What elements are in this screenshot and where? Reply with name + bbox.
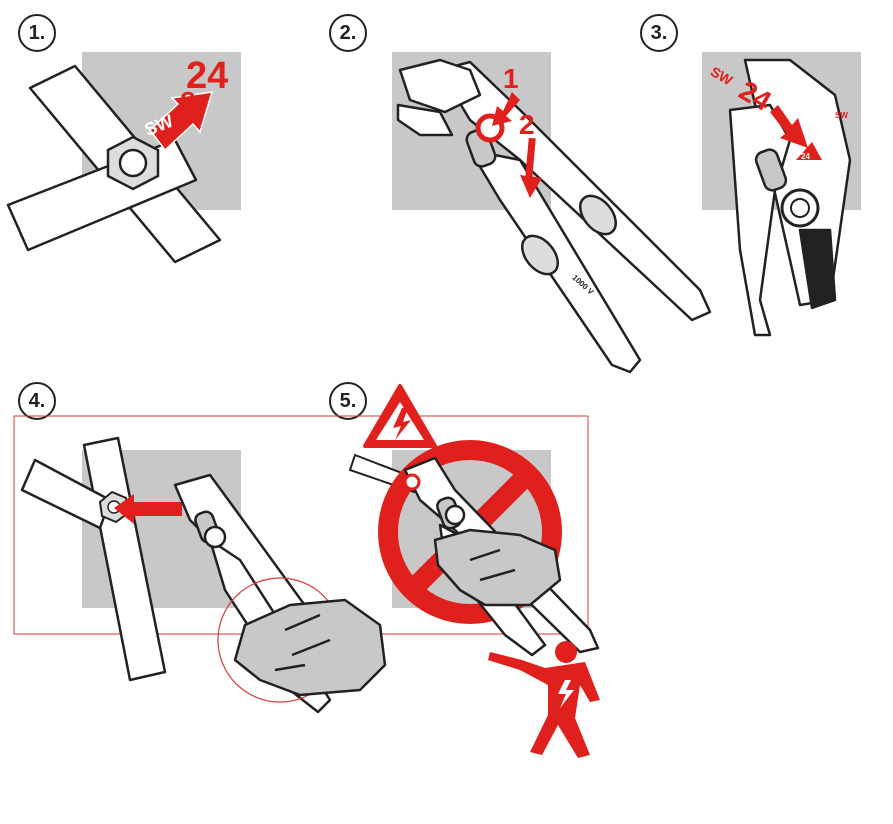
step-5-badge: 5.: [329, 382, 367, 420]
high-voltage-warning-icon: [363, 384, 437, 448]
step-4-badge: 4.: [18, 382, 56, 420]
step-2-arrow-1-label: 1: [503, 63, 519, 94]
size-tag-icon: 24: [796, 142, 822, 161]
step-4-illustration: [20, 436, 387, 714]
nut-contact-icon: [403, 473, 421, 491]
pliers-wrench-closeup-icon: [728, 58, 852, 337]
step-1-size-value: 24: [186, 55, 228, 97]
arrow-icon: [770, 105, 808, 148]
pliers-wrench-icon: [396, 58, 712, 374]
step-3-jaw-mark: SW: [835, 111, 848, 120]
pipe-vertical: [82, 436, 167, 682]
step-3-sw-label: SW: [708, 63, 736, 89]
step-1-badge: 1.: [18, 14, 56, 52]
step-5-illustration: [348, 384, 600, 758]
step-2-arrow-2-label: 2: [519, 109, 535, 140]
step-1-question-mark: ?: [180, 86, 196, 116]
step-2-illustration: 1 2 1000 V: [396, 58, 712, 374]
arrow-1-icon: [492, 92, 520, 126]
arrow-icon: [148, 91, 214, 152]
hand-icon: [433, 528, 562, 607]
adjust-button-icon: [203, 525, 227, 549]
step-3-badge: 3.: [640, 14, 678, 52]
pipe-horizontal: [20, 458, 112, 530]
electrocuted-person-icon: [488, 641, 600, 758]
step-3-tag-value: 24: [801, 152, 810, 161]
adjust-button-icon: [444, 504, 466, 526]
step-2-badge: 2.: [329, 14, 367, 52]
hexagon-nut-icon: [106, 135, 160, 191]
hand-icon: [233, 598, 387, 697]
arrow-icon: [114, 494, 182, 524]
arrow-2-icon: [520, 137, 542, 198]
step-3-illustration: 24 SW 24 SW: [708, 58, 852, 337]
step-1-illustration: SW ? 24: [6, 55, 228, 264]
